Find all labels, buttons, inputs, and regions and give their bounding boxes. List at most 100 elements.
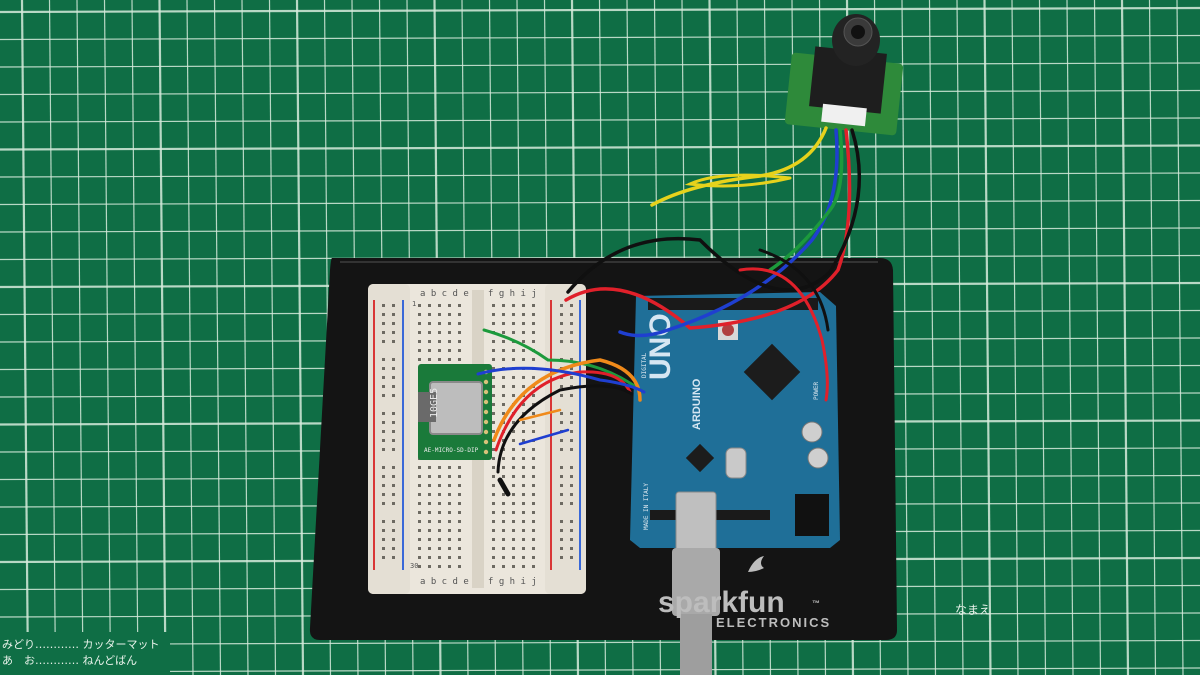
breadboard-hole xyxy=(522,340,525,343)
breadboard-hole xyxy=(512,322,515,325)
breadboard-hole xyxy=(502,313,505,316)
breadboard-hole xyxy=(522,439,525,442)
rail-hole xyxy=(560,556,563,559)
breadboard-hole xyxy=(438,358,441,361)
mat-legend-line1: みどり………… カッターマット xyxy=(2,638,160,651)
camera-lens-glass xyxy=(851,25,865,39)
breadboard-hole xyxy=(448,547,451,550)
breadboard-hole xyxy=(502,502,505,505)
breadboard-hole xyxy=(512,349,515,352)
arduino-brand-label: ARDUINO xyxy=(691,378,703,430)
breadboard-hole xyxy=(428,358,431,361)
breadboard-hole xyxy=(512,538,515,541)
breadboard-hole xyxy=(458,529,461,532)
grid-line-horizontal xyxy=(0,254,1200,261)
rail-hole xyxy=(382,466,385,469)
breadboard-hole xyxy=(502,340,505,343)
rail-hole xyxy=(570,421,573,424)
breadboard-hole xyxy=(448,331,451,334)
rail-hole xyxy=(382,313,385,316)
breadboard-hole xyxy=(502,439,505,442)
sd-pin xyxy=(483,399,489,405)
rail-hole xyxy=(570,313,573,316)
grid-line-horizontal xyxy=(0,89,1200,96)
breadboard-hole xyxy=(502,349,505,352)
camera-connector xyxy=(821,103,867,127)
breadboard-hole xyxy=(522,538,525,541)
breadboard-hole xyxy=(532,511,535,514)
rail-hole xyxy=(570,556,573,559)
arduino-made-in: MADE IN ITALY xyxy=(643,483,650,530)
breadboard-hole xyxy=(428,475,431,478)
rail-hole xyxy=(570,493,573,496)
breadboard-hole xyxy=(458,331,461,334)
breadboard-hole xyxy=(428,547,431,550)
breadboard-hole xyxy=(418,313,421,316)
sd-module-label: AE-MICRO-SD-DIP xyxy=(424,447,479,454)
rail-hole xyxy=(392,313,395,316)
breadboard-hole xyxy=(512,439,515,442)
breadboard-hole xyxy=(502,412,505,415)
breadboard-hole xyxy=(448,484,451,487)
breadboard-hole xyxy=(502,376,505,379)
breadboard-hole xyxy=(428,331,431,334)
breadboard-hole xyxy=(458,484,461,487)
breadboard-hole xyxy=(418,304,421,307)
arduino-dc-jack xyxy=(795,494,829,536)
breadboard-hole xyxy=(492,421,495,424)
breadboard-hole xyxy=(492,412,495,415)
breadboard-hole xyxy=(428,502,431,505)
rail-hole xyxy=(560,493,563,496)
breadboard-hole xyxy=(458,502,461,505)
breadboard-hole xyxy=(438,565,441,568)
breadboard-hole xyxy=(418,322,421,325)
rail-hole xyxy=(570,376,573,379)
breadboard-left-rail xyxy=(368,284,410,594)
breadboard-hole xyxy=(492,376,495,379)
breadboard-hole xyxy=(512,457,515,460)
rail-hole xyxy=(382,421,385,424)
rail-hole xyxy=(560,466,563,469)
breadboard-hole xyxy=(522,349,525,352)
breadboard-hole xyxy=(512,520,515,523)
rail-hole xyxy=(382,484,385,487)
breadboard-col-letters-right-bottom: f g h i j xyxy=(488,577,537,587)
rail-hole xyxy=(392,484,395,487)
breadboard-hole xyxy=(522,466,525,469)
sd-pin xyxy=(483,449,489,455)
breadboard-hole xyxy=(532,430,535,433)
sd-pin xyxy=(483,419,489,425)
rail-hole xyxy=(560,304,563,307)
arduino-digital-label: DIGITAL xyxy=(641,352,648,378)
breadboard-hole xyxy=(458,358,461,361)
wire-blue xyxy=(618,128,839,338)
breadboard-hole xyxy=(418,565,421,568)
breadboard-col-letters-right-top: f g h i j xyxy=(488,289,537,299)
rail-hole xyxy=(392,421,395,424)
wire-black-2 xyxy=(758,248,830,332)
breadboard-hole xyxy=(438,484,441,487)
grid-line-vertical xyxy=(1148,0,1157,675)
breadboard-hole xyxy=(532,421,535,424)
breadboard-hole xyxy=(458,349,461,352)
breadboard-hole xyxy=(512,502,515,505)
rail-hole xyxy=(570,340,573,343)
breadboard-hole xyxy=(502,529,505,532)
rail-hole xyxy=(570,484,573,487)
breadboard-row-bottom: 30 xyxy=(410,562,418,570)
breadboard-hole xyxy=(522,502,525,505)
breadboard-hole xyxy=(458,322,461,325)
breadboard-hole xyxy=(438,313,441,316)
rail-hole xyxy=(560,421,563,424)
breadboard-hole xyxy=(448,502,451,505)
breadboard-hole xyxy=(458,556,461,559)
grid-line-vertical xyxy=(956,0,964,675)
breadboard-hole xyxy=(532,322,535,325)
rail-hole xyxy=(382,493,385,496)
breadboard-hole xyxy=(492,466,495,469)
breadboard-hole xyxy=(502,556,505,559)
breadboard-hole xyxy=(502,547,505,550)
rail-hole xyxy=(382,340,385,343)
rail-hole xyxy=(392,493,395,496)
breadboard-hole xyxy=(532,475,535,478)
